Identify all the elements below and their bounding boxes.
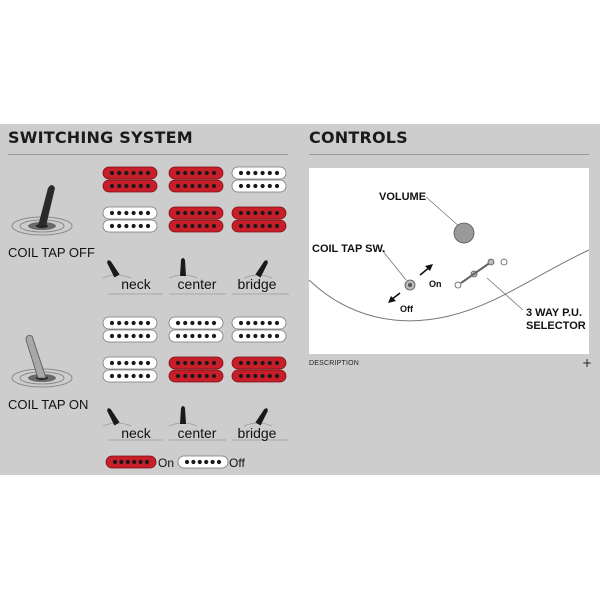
position-label-bridge: bridge (237, 276, 277, 292)
pickup-on (102, 166, 158, 193)
pickup-on (168, 166, 224, 193)
controls-title: CONTROLS (309, 128, 408, 147)
volume-label: VOLUME (379, 191, 427, 203)
position-label-neck: neck (121, 276, 151, 292)
selector-position-icon (168, 258, 198, 279)
pickup-on (168, 356, 224, 383)
off-label: Off (400, 304, 413, 314)
selector-position-icon (243, 408, 273, 427)
switching-system-title: SWITCHING SYSTEM (8, 128, 193, 147)
pickup-off (231, 316, 287, 343)
selector-position-icon (102, 408, 132, 427)
coil-tap-on-switch-icon (11, 335, 73, 388)
coil-tap-on-label: COIL TAP ON (8, 397, 89, 412)
coil-tap-switch-label: COIL TAP SW. (312, 243, 386, 255)
selector-position-icon (243, 260, 273, 279)
position-label-center: center (177, 276, 217, 292)
expand-description-button[interactable]: + (582, 356, 593, 370)
position-label-bridge: bridge (237, 425, 277, 441)
position-label-neck: neck (121, 425, 151, 441)
coil-tap-off-label: COIL TAP OFF (8, 245, 95, 260)
selector-position-icon (102, 260, 132, 279)
pickup-on (231, 356, 287, 383)
pickup-off (168, 316, 224, 343)
description-toggle-label[interactable]: DESCRIPTION (309, 360, 360, 367)
on-label: On (429, 279, 442, 289)
pickup-off (102, 316, 158, 343)
pickup-off (102, 206, 158, 233)
selector-label-line2: SELECTOR (526, 320, 586, 332)
pickup-on (231, 206, 287, 233)
pickup-on (168, 206, 224, 233)
selector-position-icon (168, 406, 198, 427)
legend-off-label: Off (229, 456, 245, 470)
controls-divider (309, 154, 589, 155)
legend-off-swatch (177, 455, 229, 469)
switching-divider (8, 154, 288, 155)
legend-on-swatch (105, 455, 157, 469)
pickup-off (231, 166, 287, 193)
controls-diagram (309, 168, 589, 354)
selector-label-line1: 3 WAY P.U. (526, 307, 583, 319)
coil-tap-off-switch-icon (11, 185, 73, 236)
legend-on-label: On (158, 456, 175, 470)
pickup-off (102, 356, 158, 383)
guitar-body-outline (308, 196, 590, 322)
position-label-center: center (177, 425, 217, 441)
